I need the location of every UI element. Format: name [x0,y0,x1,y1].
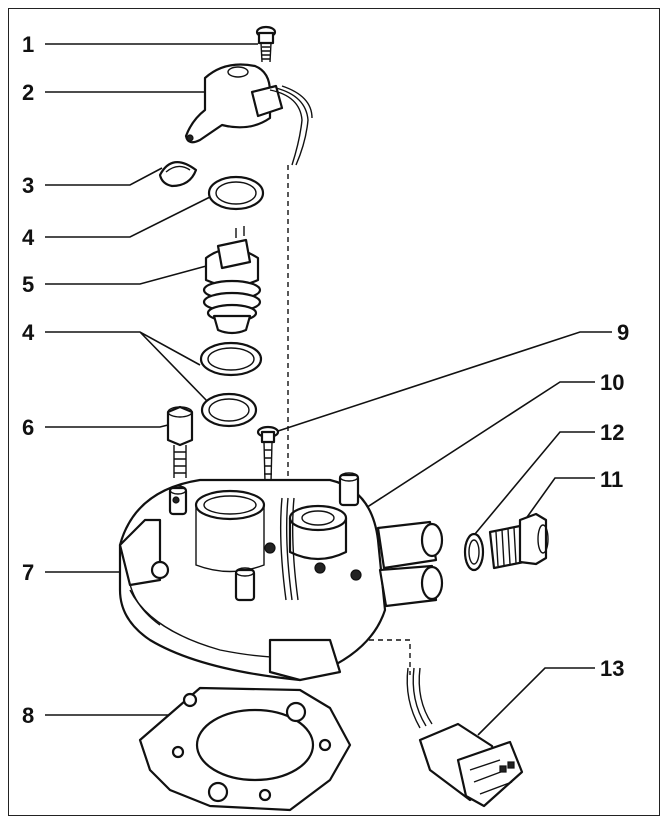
part-gasket [138,686,352,812]
leader-line-13 [477,667,595,736]
leader-line-12 [469,431,595,541]
callout-labels: 1 2 3 4 5 4 6 7 8 9 10 12 11 13 [22,32,629,728]
leader-line-10 [334,381,595,529]
leader-line-4a [45,195,213,238]
callout-label-6: 6 [22,415,34,440]
leader-line-6 [45,424,169,428]
part-half-disc [158,161,198,188]
part-housing [118,472,444,682]
callout-label-7: 7 [22,560,34,585]
leader-line-5 [45,264,211,285]
callout-label-10: 10 [600,370,624,395]
callout-label-12: 12 [600,420,624,445]
part-o-rings [199,175,265,428]
part-hex-stud [166,405,194,478]
leader-line-4b [45,331,209,403]
part-screw [255,25,277,63]
leader-line-11 [524,477,595,521]
callout-label-3: 3 [22,173,34,198]
callout-label-4b: 4 [22,320,35,345]
part-threaded-fitting [488,512,549,570]
callout-label-4a: 4 [22,225,35,250]
callout-label-2: 2 [22,80,34,105]
callout-label-1: 1 [22,32,34,57]
callout-label-5: 5 [22,272,34,297]
part-seal-ring [463,532,485,572]
callout-label-8: 8 [22,703,34,728]
callout-label-13: 13 [600,656,624,681]
leader-line-3 [45,167,163,186]
leader-lines [45,43,612,736]
part-washer-screw [256,425,280,483]
part-connector [406,667,524,808]
callout-label-9: 9 [617,320,629,345]
leader-line-9 [274,331,612,433]
callout-label-11: 11 [600,467,623,492]
part-injector [202,226,262,335]
part-cover [184,63,313,166]
